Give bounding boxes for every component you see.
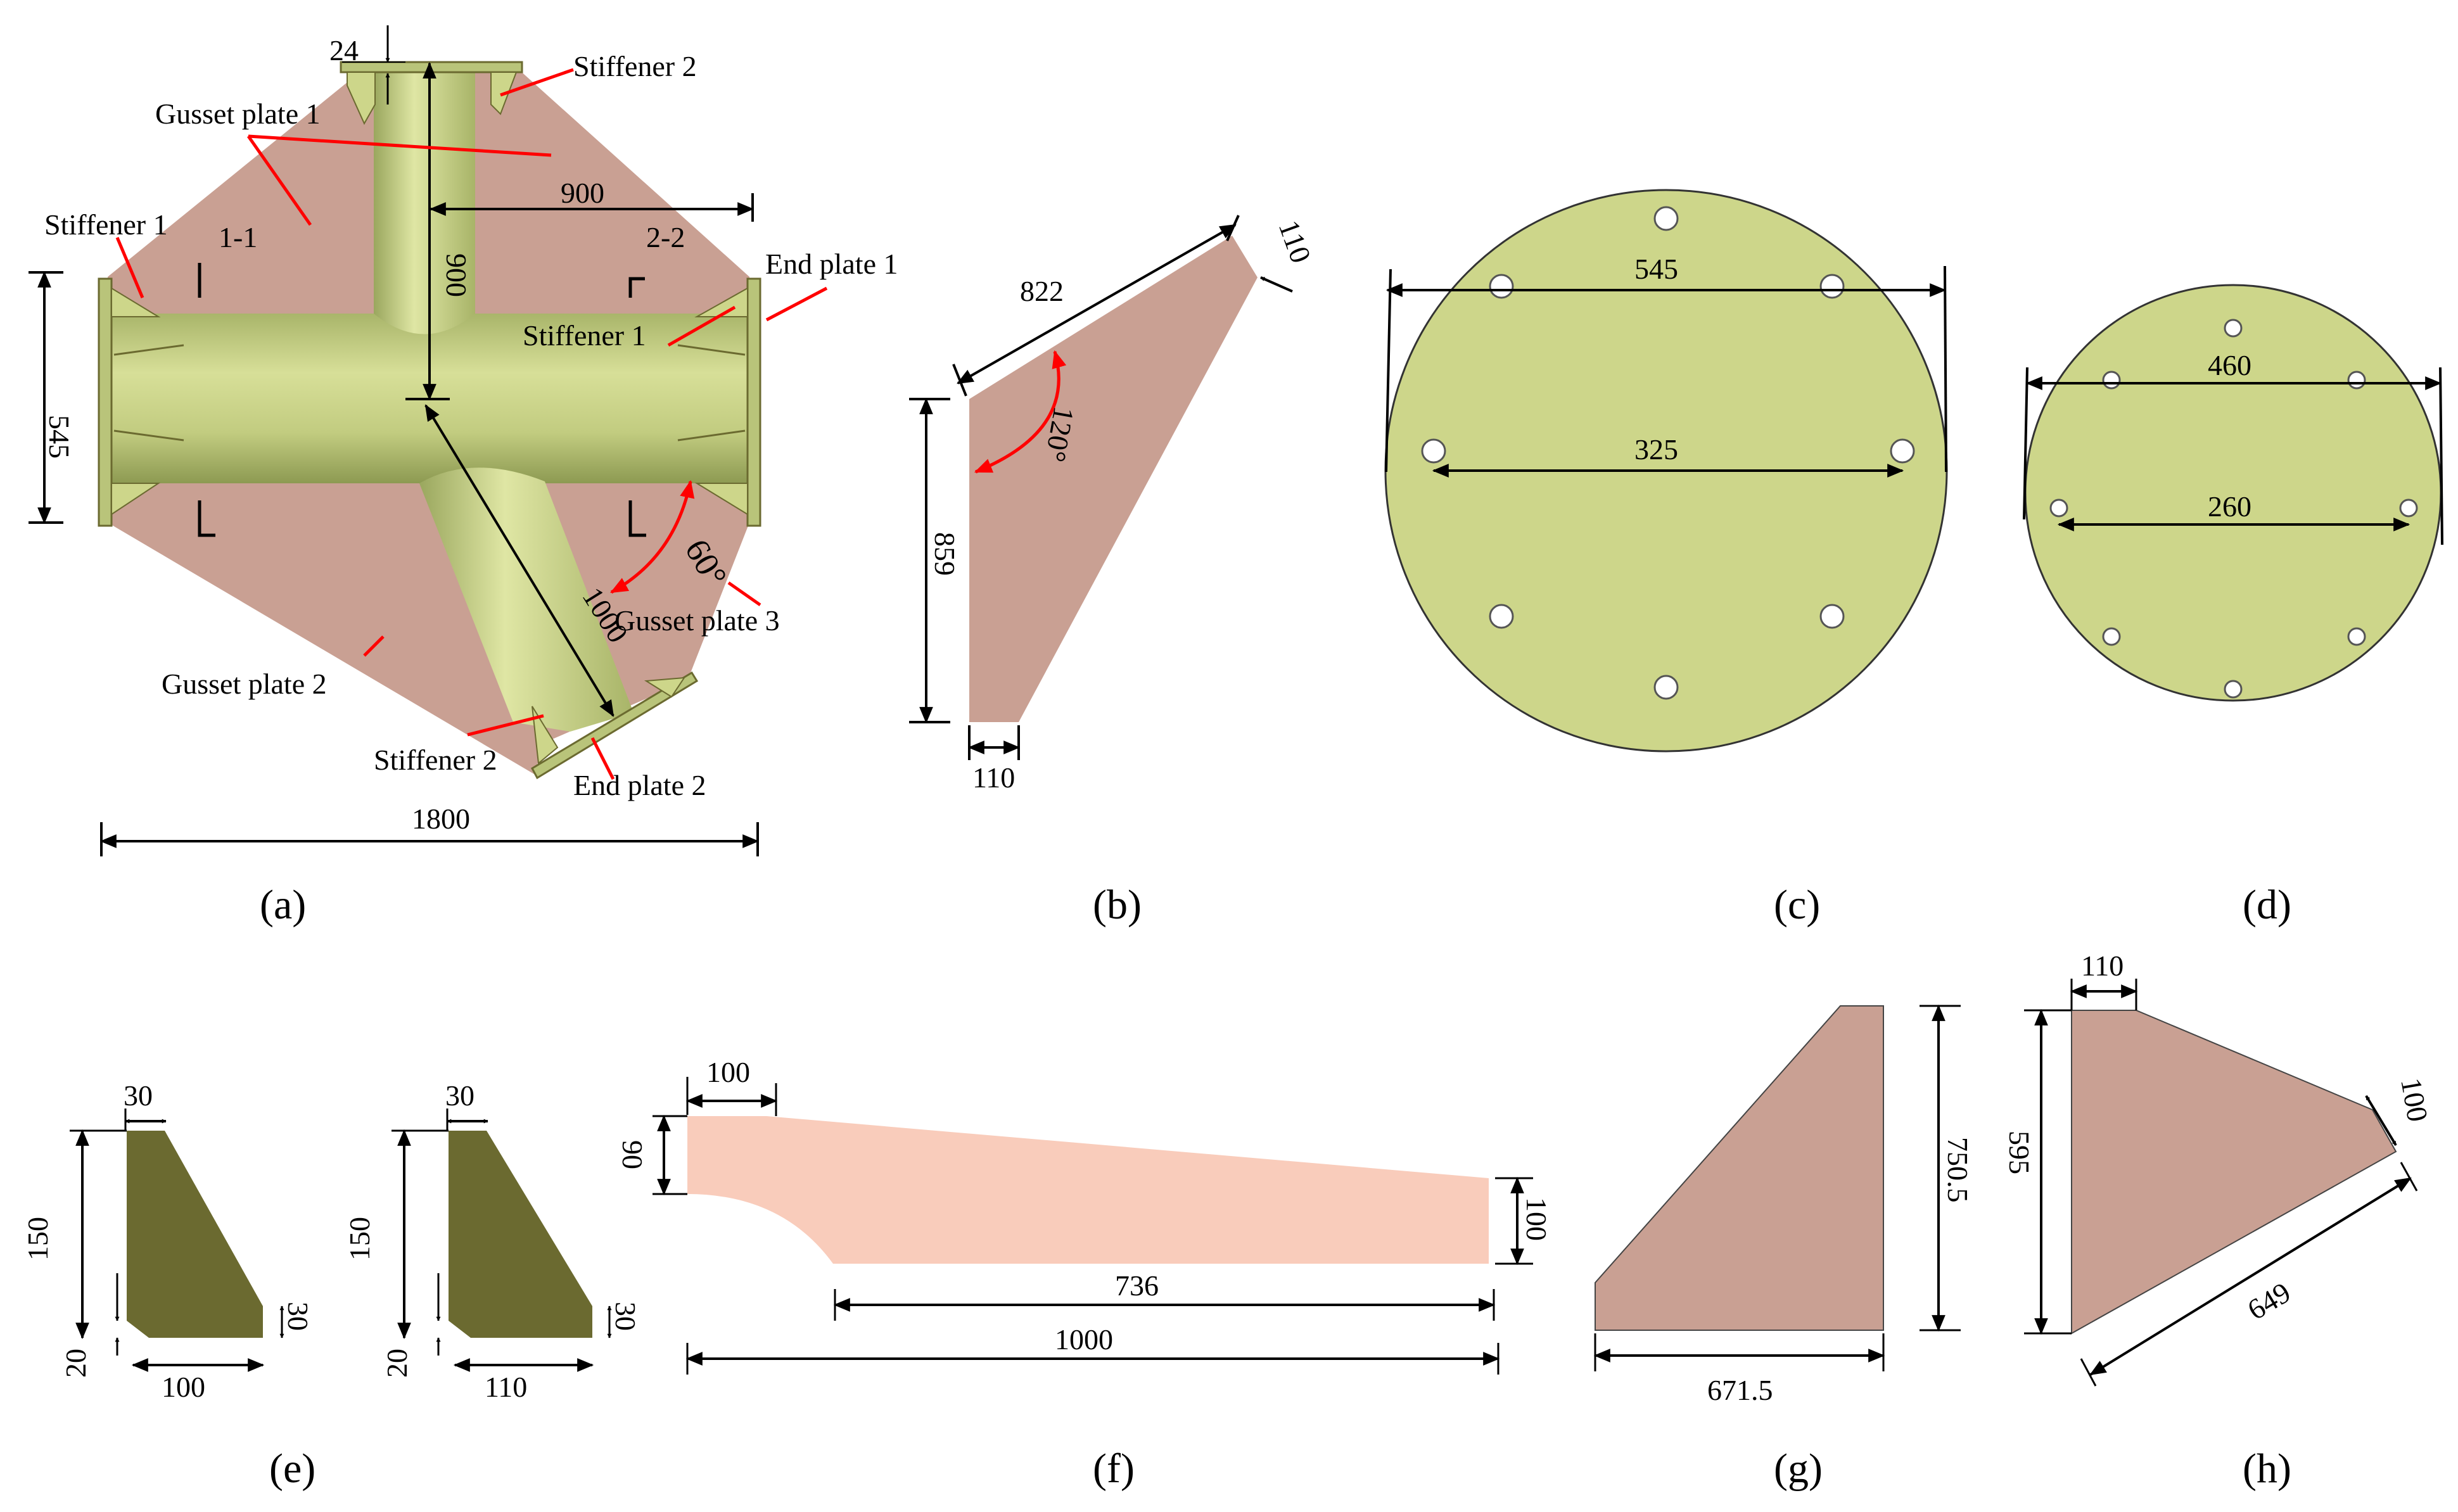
label-gusset-plate-2: Gusset plate 2	[162, 668, 327, 700]
dim-110-top-b	[1260, 276, 1293, 293]
end-plate-right	[746, 277, 761, 527]
caption-h: (h)	[2243, 1445, 2291, 1492]
dim-30-top-l-label: 30	[124, 1079, 153, 1112]
panel-g: 750.5 671.5 (g)	[1593, 1004, 1974, 1492]
dim-1000	[424, 404, 614, 717]
gusset-plate-b	[969, 236, 1258, 722]
dim-649-ext-l	[2080, 1358, 2097, 1387]
dim-24-label: 24	[329, 34, 359, 67]
dim-545-label: 545	[43, 415, 75, 459]
dim-110-top-a	[1226, 215, 1240, 241]
dim-736-label: 736	[1115, 1269, 1159, 1302]
dim-20-r-label: 20	[381, 1349, 413, 1378]
dim-460-ext-right	[2439, 367, 2443, 545]
label-gusset-plate-1: Gusset plate 1	[155, 98, 321, 130]
caption-a: (a)	[260, 882, 306, 928]
caption-g: (g)	[1774, 1445, 1823, 1492]
dim-100-h-label: 100	[2395, 1076, 2434, 1124]
dim-90-f-label: 90	[616, 1140, 649, 1169]
dim-110-bottom-label: 110	[972, 761, 1015, 794]
stiffener-2-bottom-left	[532, 706, 559, 765]
caption-b: (b)	[1093, 882, 1142, 928]
dim-822-label: 822	[1020, 275, 1064, 307]
dim-150-l-label: 150	[22, 1217, 54, 1261]
stiffener-1-right-bottom	[694, 483, 748, 516]
label-end-plate-1: End plate 1	[765, 248, 898, 280]
label-stiffener-1-left: Stiffener 1	[44, 208, 168, 241]
dim-325-c-label: 325	[1634, 433, 1678, 466]
dim-110-top-label: 110	[1273, 216, 1318, 267]
gusset-plate-h	[2071, 1010, 2397, 1335]
dim-30-right-r-label: 30	[609, 1302, 642, 1331]
label-stiffener-1-right: Stiffener 1	[523, 319, 646, 352]
dim-545-c-ext-right	[1944, 265, 1947, 473]
leader-lines	[115, 68, 828, 780]
stiffener-1-shape	[127, 1131, 263, 1338]
dim-859-label: 859	[929, 532, 961, 576]
angle-120-arc	[974, 350, 1067, 474]
dim-460-ext-left	[2023, 367, 2028, 520]
dim-545-c-ext-left	[1385, 269, 1392, 473]
caption-e: (e)	[269, 1445, 315, 1492]
dim-595-label: 595	[2003, 1131, 2035, 1174]
dim-150-r-label: 150	[343, 1217, 376, 1261]
stiffener-2-top-left	[347, 72, 376, 125]
dim-900-h-label: 900	[561, 177, 604, 209]
stiffener-1-right-top	[694, 287, 748, 317]
caption-f: (f)	[1093, 1445, 1135, 1492]
dim-649-label: 649	[2242, 1276, 2296, 1326]
label-stiffener-2-top: Stiffener 2	[573, 50, 697, 82]
dim-110-h-label: 110	[2081, 950, 2124, 982]
dim-750-label: 750.5	[1942, 1137, 1974, 1203]
panel-d: 460 260 (d)	[2023, 284, 2443, 928]
panel-e-right: 30 150 30 20 110	[343, 1079, 642, 1403]
label-gusset-plate-3: Gusset plate 3	[614, 604, 780, 637]
panel-f: 100 90 100 736 1000 (f)	[616, 1056, 1553, 1492]
panel-b: 822 110 120° 859 110 (b)	[909, 215, 1318, 928]
end-plate-left	[98, 277, 113, 527]
stiffener-2-shape	[449, 1131, 592, 1338]
dim-649	[2089, 1177, 2412, 1376]
panel-e-left: 30 150 30 20 100	[22, 1079, 314, 1403]
dim-100-l-label: 100	[162, 1371, 205, 1403]
stiffener-1-left-bottom	[111, 483, 161, 516]
dim-260-label: 260	[2208, 490, 2251, 523]
dim-649-ext-r	[2400, 1162, 2418, 1191]
dim-460-label: 460	[2208, 349, 2251, 381]
section-1-1-label: 1-1	[219, 221, 257, 253]
gusset-plate-g	[1595, 1005, 1884, 1331]
dim-900-v-label: 900	[440, 253, 473, 297]
dim-100-right-f-label: 100	[1520, 1197, 1553, 1241]
dim-100-h	[2365, 1095, 2397, 1147]
dim-822-ext	[952, 364, 967, 397]
rib-plate-f	[687, 1116, 1489, 1264]
dim-30-top-r-label: 30	[445, 1079, 474, 1112]
end-plate-top	[340, 61, 523, 73]
label-stiffener-2-bottom: Stiffener 2	[374, 744, 497, 776]
panel-h: 110 595 100 649 (h)	[2003, 950, 2434, 1492]
stiffener-2-bottom-right	[644, 677, 685, 698]
inner-ribs	[113, 344, 746, 442]
dim-671-label: 671.5	[1707, 1374, 1773, 1406]
dim-545-c-label: 545	[1634, 253, 1678, 285]
dim-20-l-label: 20	[60, 1349, 92, 1378]
angle-60-arc	[609, 480, 695, 594]
stiffener-1-left-top	[111, 287, 161, 317]
panel-a: 1-1 2-2 24 900 900 545 1000 60° 1800	[29, 25, 898, 928]
dim-100-top-f-label: 100	[706, 1056, 750, 1088]
caption-c: (c)	[1774, 882, 1820, 928]
panel-c: 545 325 (c)	[1384, 189, 1948, 928]
dim-110-r-label: 110	[485, 1371, 527, 1403]
section-2-2-label: 2-2	[646, 221, 685, 253]
label-end-plate-2: End plate 2	[573, 769, 706, 801]
end-plate-bottom	[531, 671, 699, 780]
dim-1000-f-label: 1000	[1055, 1323, 1113, 1356]
dim-1800-label: 1800	[412, 803, 470, 835]
dim-30-right-l-label: 30	[282, 1302, 314, 1331]
caption-d: (d)	[2243, 882, 2291, 928]
